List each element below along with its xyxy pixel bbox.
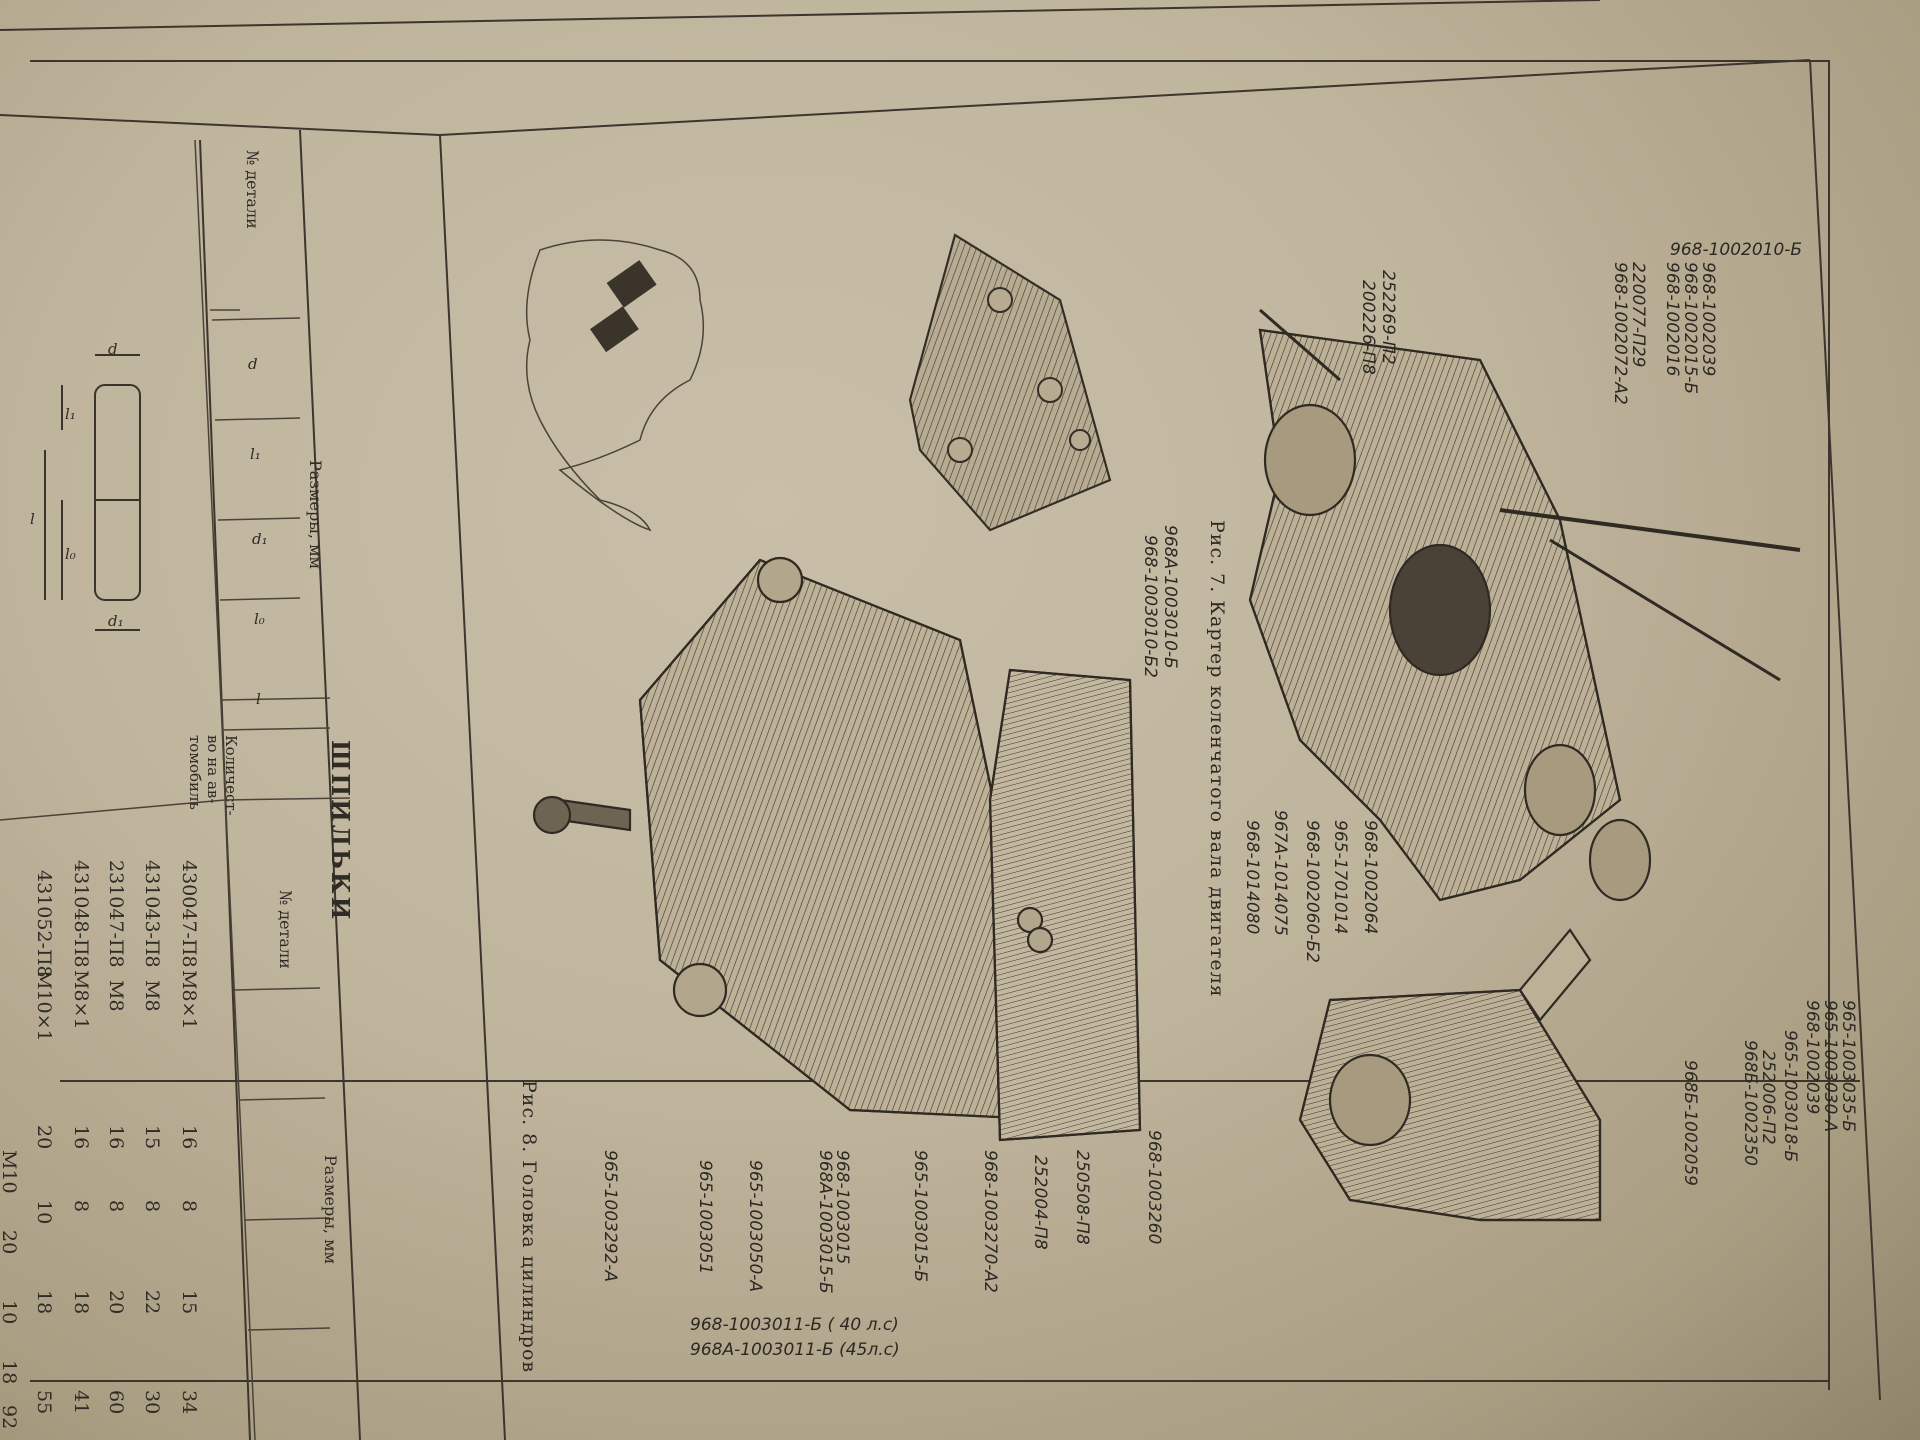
cell-l1: 16 [105, 1125, 127, 1150]
cell-d: M8×1 [70, 970, 92, 1030]
sketch-label: l₁ [65, 405, 76, 423]
dim-col: d [248, 355, 258, 373]
sketch-label: d₁ [108, 612, 124, 630]
location-silhouette-detail [590, 260, 657, 353]
cell-part: 431048-П8 [70, 860, 92, 968]
fig8-label: 965-1003050-А [745, 1160, 765, 1293]
cell-l1: 15 [141, 1125, 163, 1150]
cell-d: M10 [0, 1150, 20, 1194]
header-part-no: № детали [243, 150, 262, 229]
sketch-label: d [108, 340, 118, 358]
dim-col: l₁ [250, 445, 261, 463]
fig7-label: 968-1002064 [1360, 820, 1380, 935]
sketch-label: l₀ [65, 545, 76, 563]
cell-d: M8 [141, 980, 163, 1012]
fig7-label: 200226-П8 [1358, 280, 1378, 375]
fig7-label: 968-1002060-Б2 [1302, 820, 1322, 963]
fig8-label: 250508-П8 [1072, 1150, 1092, 1245]
fig7-label: 252006-П2 [1758, 1050, 1778, 1145]
dim-col: d₁ [252, 530, 268, 548]
fig7-label: 967А-1014075 [1270, 810, 1290, 936]
fig7-label: 968-1002039 [1698, 262, 1718, 377]
cell-l: 34 [178, 1390, 200, 1415]
fig7-label: 968-1014080 [1242, 820, 1262, 935]
stud-sketch [44, 354, 141, 631]
cell-l: 41 [70, 1390, 92, 1415]
fig7-label: 968-1002039 [1802, 1000, 1822, 1115]
location-silhouette [525, 239, 705, 532]
fig8-label: 965-1003051 [695, 1160, 715, 1275]
fig7-label: 965-1003035-Б [1838, 1000, 1858, 1133]
dim-col: l [256, 690, 261, 708]
header-dims: Размеры, мм [306, 460, 325, 569]
cell-part: 431052-П8 [33, 870, 55, 978]
fig8-label: 968-1003015 [832, 1150, 852, 1265]
fig7-label: 968-1002016 [1662, 262, 1682, 377]
table-title: ШПИЛЬКИ [326, 740, 355, 923]
header-dims-2: Размеры, мм [321, 1155, 340, 1264]
cell-d1: 8 [141, 1200, 163, 1213]
fig7-label: 965-1003030-А [1820, 1000, 1840, 1133]
cell-d: M8×1 [178, 970, 200, 1030]
header-part-no-2: № детали [276, 890, 295, 969]
crankcase [1248, 308, 1801, 902]
cell-part: 431043-П8 [141, 860, 163, 968]
cell-d: M10×1 [33, 970, 55, 1042]
dim-col: l₀ [254, 610, 265, 628]
fig7-label: 220077-П29 [1628, 262, 1648, 368]
cell-d1: 8 [70, 1200, 92, 1213]
fig8-footnote: 968А-1003011-Б (45л.с) [690, 1340, 900, 1360]
header-qty: Количест-во на ав-томобиль [186, 735, 240, 816]
cell-d1: 8 [105, 1200, 127, 1213]
cell-l: 55 [33, 1390, 55, 1415]
fig7-label: 968-1002010-Б [1670, 240, 1803, 260]
fig7-label: 968Б-1002059 [1680, 1060, 1700, 1186]
cell-l0: 18 [0, 1360, 20, 1385]
cell-d: M8 [105, 980, 127, 1012]
cell-part: 231047-П8 [105, 860, 127, 968]
fig8-small-head-label: 968А-1003010-Б [1160, 525, 1180, 669]
fig7-label: 965-1003018-Б [1780, 1030, 1800, 1163]
fig7-label: 252269-П2 [1378, 270, 1398, 365]
timing-cover [1298, 928, 1602, 1222]
sketch-label: l [30, 510, 35, 528]
fig7-caption: Рис. 7. Картер коленчатого вала двигател… [1206, 520, 1228, 998]
fig8-label: 965-1003292-А [600, 1150, 620, 1283]
cell-l: 60 [105, 1390, 127, 1415]
fig8-label: 252004-П8 [1030, 1155, 1050, 1250]
fig7-label: 968-1002072-А2 [1610, 262, 1630, 405]
fig8-footnote: 968-1003011-Б ( 40 л.с) [690, 1315, 899, 1335]
cell-l1: 16 [70, 1125, 92, 1150]
cell-d1: 10 [0, 1300, 20, 1325]
cell-d1: 8 [178, 1200, 200, 1213]
cell-l: 92 [0, 1405, 20, 1430]
cell-l0: 22 [141, 1290, 163, 1315]
fig8-label: 965-1003015-Б [910, 1150, 930, 1283]
stud-table-grid [0, 139, 351, 1440]
small-cylinder-head [908, 233, 1112, 532]
cell-part: 430047-П8 [178, 860, 200, 968]
fig7-label: 968-1002015-Б [1680, 262, 1700, 395]
fig8-caption: Рис. 8. Головка цилиндров [518, 1080, 540, 1374]
cell-l1: 16 [178, 1125, 200, 1150]
cell-l1: 20 [33, 1125, 55, 1150]
cell-l1: 20 [0, 1230, 20, 1255]
fig7-label: 968Б-1002350 [1740, 1040, 1760, 1166]
fig8-label: 968А-1003015-Б [815, 1150, 835, 1294]
cell-l0: 20 [105, 1290, 127, 1315]
cell-l0: 18 [70, 1290, 92, 1315]
fig8-label: 968-1003260 [1144, 1130, 1164, 1245]
cell-l: 30 [141, 1390, 163, 1415]
cell-d1: 10 [33, 1200, 55, 1225]
fig7-label: 965-1701014 [1330, 820, 1350, 935]
cell-l0: 15 [178, 1290, 200, 1315]
fig8-small-head-label: 968-1003010-Б2 [1140, 535, 1160, 678]
cell-l0: 18 [33, 1290, 55, 1315]
large-cylinder-head [532, 556, 1142, 1142]
fig8-label: 968-1003270-А2 [980, 1150, 1000, 1293]
